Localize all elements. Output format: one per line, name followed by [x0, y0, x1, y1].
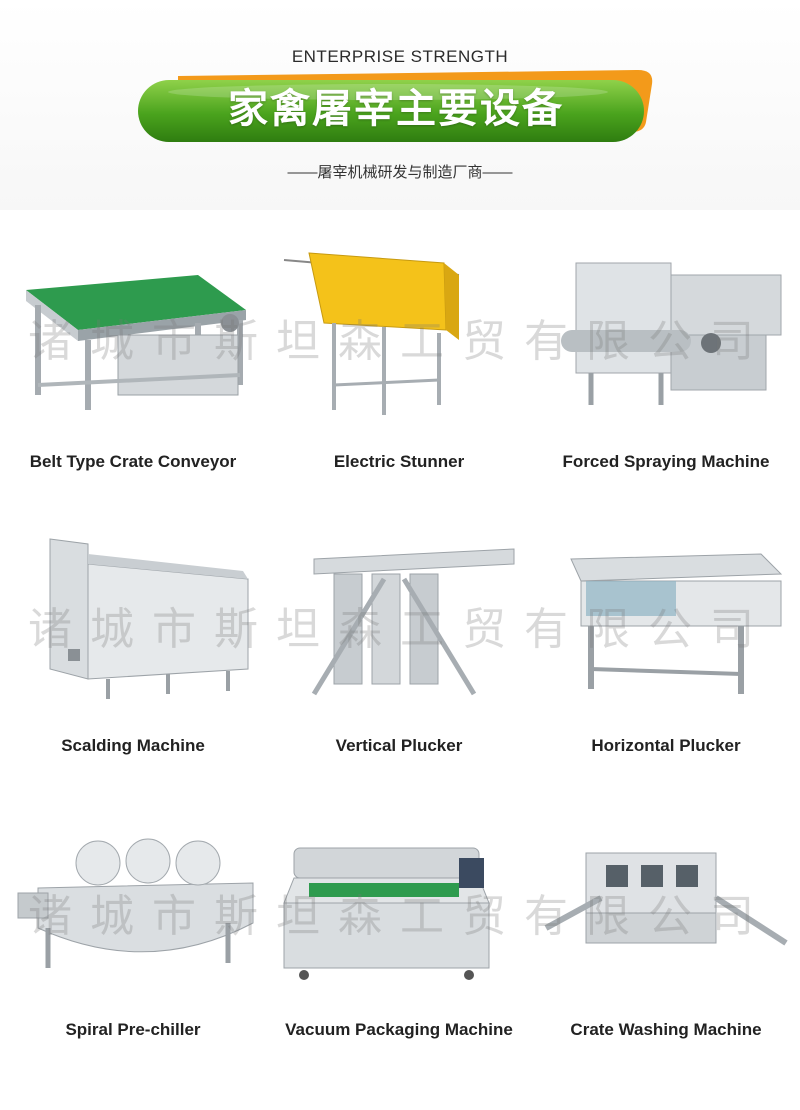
subtitle: ——屠宰机械研发与制造厂商——	[287, 164, 513, 181]
product-grid: Belt Type Crate Conveyor Electric Stunne…	[0, 215, 800, 1095]
product-card[interactable]: Crate Washing Machine	[533, 783, 799, 1063]
vacuum-packaging-icon	[283, 847, 490, 980]
crate-washing-icon	[544, 852, 788, 946]
product-label: Forced Spraying Machine	[562, 452, 770, 471]
banner-shape	[138, 70, 653, 142]
product-label: Horizontal Plucker	[591, 736, 741, 755]
belt-conveyor-icon	[26, 275, 246, 410]
watermark: 诸城市斯坦森工贸有限公司	[28, 604, 772, 655]
horizontal-plucker-icon	[570, 553, 783, 694]
product-card[interactable]: Spiral Pre-chiller	[0, 783, 266, 1063]
product-card[interactable]: Electric Stunner	[266, 215, 532, 495]
product-label: Crate Washing Machine	[570, 1020, 762, 1039]
product-label: Belt Type Crate Conveyor	[29, 452, 237, 471]
product-label: Electric Stunner	[333, 452, 465, 471]
enterprise-strength-title: ENTERPRISE STRENGTH	[291, 47, 509, 66]
banner-title: 家禽屠宰主要设备	[228, 85, 564, 132]
product-label: Spiral Pre-chiller	[65, 1020, 201, 1039]
title-banner: 家禽屠宰主要设备	[138, 70, 654, 148]
watermark: 诸城市斯坦森工贸有限公司	[28, 891, 772, 942]
electric-stunner-icon	[283, 252, 460, 415]
product-card[interactable]: Vertical Plucker	[266, 499, 532, 779]
product-card[interactable]: Horizontal Plucker	[533, 499, 799, 779]
spiral-prechiller-icon	[17, 838, 254, 968]
scalding-machine-icon	[49, 538, 249, 699]
spraying-machine-icon	[561, 262, 782, 405]
product-card[interactable]: Belt Type Crate Conveyor	[0, 215, 266, 495]
product-label: Vacuum Packaging Machine	[285, 1020, 513, 1039]
watermark: 诸城市斯坦森工贸有限公司	[28, 316, 772, 367]
product-card[interactable]: Forced Spraying Machine	[533, 215, 799, 495]
product-card[interactable]: Vacuum Packaging Machine	[266, 783, 532, 1063]
vertical-plucker-icon	[311, 548, 515, 696]
product-label: Scalding Machine	[61, 736, 205, 755]
product-card[interactable]: Scalding Machine	[0, 499, 266, 779]
header: ENTERPRISE STRENGTH 家禽屠宰主要设备 ——屠宰机械研发与制造…	[0, 0, 800, 210]
product-label: Vertical Plucker	[335, 736, 463, 755]
